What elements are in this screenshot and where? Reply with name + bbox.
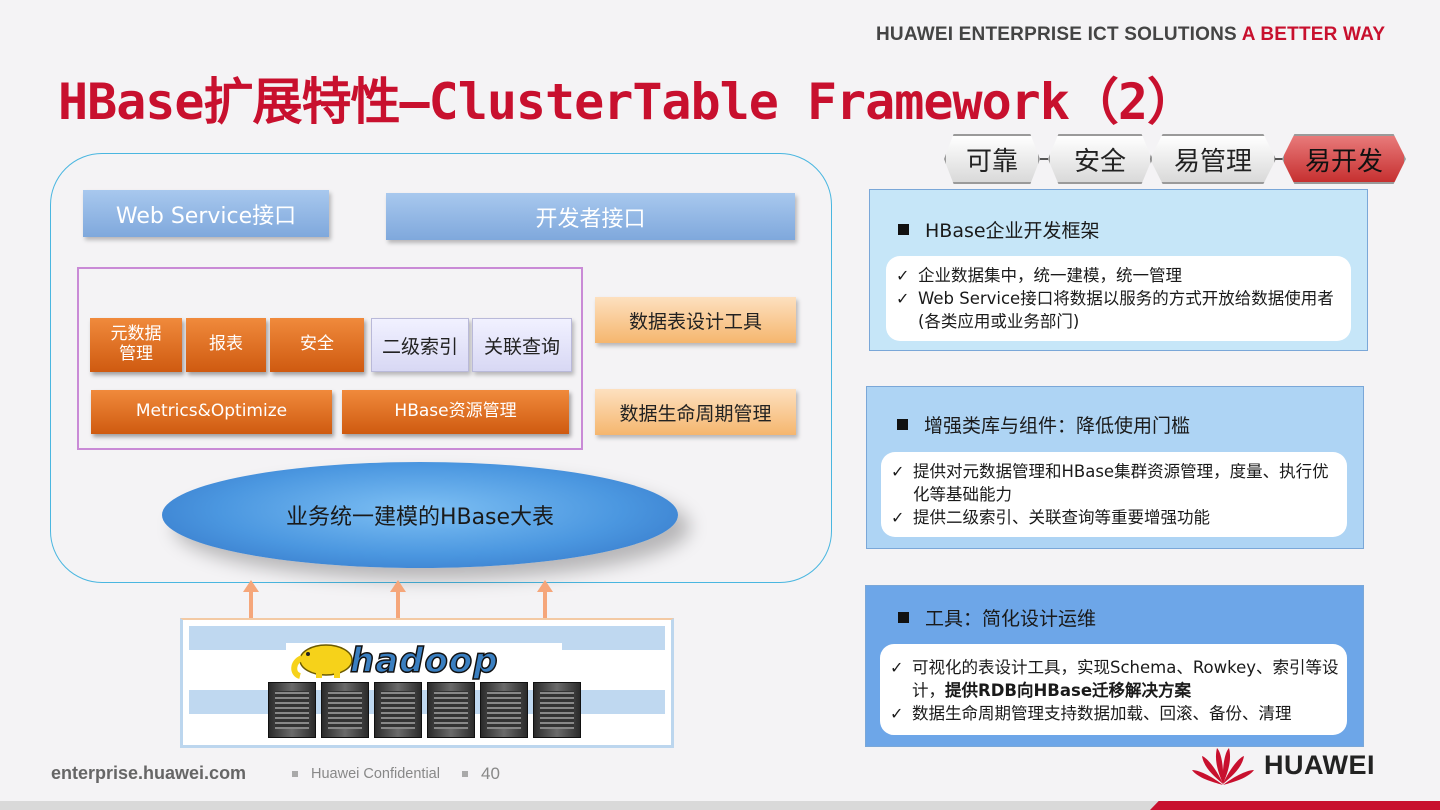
brand-tagline: HUAWEI ENTERPRISE ICT SOLUTIONS A BETTER… bbox=[876, 24, 1385, 46]
arrow-up-icon bbox=[537, 580, 553, 592]
square-bullet-icon bbox=[897, 419, 908, 430]
module-security: 安全 bbox=[270, 318, 364, 372]
architecture-frame bbox=[50, 153, 832, 583]
server-rack-icon bbox=[321, 682, 369, 738]
bottom-red-strip bbox=[1150, 801, 1440, 810]
module-join-query: 关联查询 bbox=[472, 318, 572, 372]
list-item: ✓ 提供二级索引、关联查询等重要增强功能 bbox=[891, 506, 1339, 529]
page-title: HBase扩展特性—ClusterTable Framework（2） bbox=[58, 73, 1197, 131]
list-item: ✓ 企业数据集中，统一建模，统一管理 bbox=[896, 264, 1343, 287]
arrow-shaft bbox=[396, 591, 400, 619]
panel-heading: 增强类库与组件：降低使用门槛 bbox=[897, 411, 1363, 438]
tagline-main: HUAWEI ENTERPRISE ICT SOLUTIONS bbox=[876, 24, 1237, 45]
tag-connector bbox=[1040, 158, 1048, 160]
module-report: 报表 bbox=[186, 318, 266, 372]
panel-heading-text: 工具：简化设计运维 bbox=[925, 608, 1097, 630]
huawei-wordmark: HUAWEI bbox=[1264, 750, 1375, 780]
panel-enhanced-libs: 增强类库与组件：降低使用门槛 ✓ 提供对元数据管理和HBase集群资源管理，度量、… bbox=[866, 386, 1364, 549]
panel-card: ✓ 企业数据集中，统一建模，统一管理 ✓ Web Service接口将数据以服务的方… bbox=[886, 256, 1351, 341]
bottom-strip bbox=[0, 801, 1440, 810]
tagline-accent: A BETTER WAY bbox=[1241, 24, 1386, 45]
panel-heading: HBase企业开发框架 bbox=[898, 216, 1367, 243]
module-secondary-index: 二级索引 bbox=[371, 318, 469, 372]
bullet-text: 企业数据集中，统一建模，统一管理 bbox=[918, 266, 1182, 285]
check-icon: ✓ bbox=[896, 289, 910, 308]
square-bullet-icon bbox=[898, 224, 909, 235]
panel-card: ✓ 可视化的表设计工具，实现Schema、Rowkey、索引等设计，提供RDB向H… bbox=[880, 644, 1347, 735]
tag-easy-dev: 易开发 bbox=[1282, 134, 1406, 184]
developer-interface-bar: 开发者接口 bbox=[386, 193, 795, 240]
server-rack-icon bbox=[480, 682, 528, 738]
check-icon: ✓ bbox=[896, 266, 910, 285]
panel-dev-framework: HBase企业开发框架 ✓ 企业数据集中，统一建模，统一管理 ✓ Web Servi… bbox=[869, 189, 1368, 351]
tag-manageable: 易管理 bbox=[1150, 134, 1276, 184]
list-item: ✓ 可视化的表设计工具，实现Schema、Rowkey、索引等设计，提供RDB向H… bbox=[890, 656, 1339, 702]
page-number: 40 bbox=[481, 764, 500, 783]
panel-heading-text: 增强类库与组件：降低使用门槛 bbox=[924, 415, 1191, 437]
list-item: ✓ Web Service接口将数据以服务的方式开放给数据使用者(各类应用或业务部… bbox=[896, 287, 1343, 333]
bullet-text: 提供对元数据管理和HBase集群资源管理，度量、执行优化等基础能力 bbox=[913, 462, 1329, 504]
footer-confidential: Huawei Confidential bbox=[311, 766, 440, 782]
server-rack-icon bbox=[268, 682, 316, 738]
list-item: ✓ 数据生命周期管理支持数据加载、回滚、备份、清理 bbox=[890, 702, 1339, 725]
tag-connector bbox=[1275, 158, 1283, 160]
server-rack-icon bbox=[427, 682, 475, 738]
check-icon: ✓ bbox=[890, 704, 904, 723]
panel-tools: 工具：简化设计运维 ✓ 可视化的表设计工具，实现Schema、Rowkey、索引等… bbox=[865, 585, 1364, 747]
tool-lifecycle: 数据生命周期管理 bbox=[595, 389, 796, 435]
hadoop-wordmark: hadoop bbox=[349, 640, 499, 682]
hadoop-elephant-icon bbox=[291, 644, 353, 679]
server-rack-icon bbox=[374, 682, 422, 738]
square-bullet-icon bbox=[898, 612, 909, 623]
huawei-logo-icon bbox=[1192, 748, 1254, 785]
tool-table-design: 数据表设计工具 bbox=[595, 297, 796, 343]
module-metrics: Metrics&Optimize bbox=[91, 390, 332, 434]
bullet-emphasis: 提供RDB向HBase迁移解决方案 bbox=[945, 681, 1192, 700]
arrow-shaft bbox=[543, 591, 547, 619]
module-frame bbox=[77, 267, 583, 450]
footer-separator bbox=[462, 771, 468, 777]
server-rack-icon bbox=[533, 682, 581, 738]
panel-heading-text: HBase企业开发框架 bbox=[925, 220, 1100, 242]
footer-separator bbox=[292, 771, 298, 777]
footer-site: enterprise.huawei.com bbox=[51, 763, 247, 783]
arrow-up-icon bbox=[390, 580, 406, 592]
module-metadata: 元数据 管理 bbox=[90, 318, 182, 372]
list-item: ✓ 提供对元数据管理和HBase集群资源管理，度量、执行优化等基础能力 bbox=[891, 460, 1339, 506]
check-icon: ✓ bbox=[891, 462, 905, 481]
bullet-text: 可视化的表设计工具，实现Schema、Rowkey、索引等设计， bbox=[912, 658, 1339, 700]
check-icon: ✓ bbox=[890, 658, 904, 677]
panel-heading: 工具：简化设计运维 bbox=[898, 604, 1363, 631]
bullet-text: 数据生命周期管理支持数据加载、回滚、备份、清理 bbox=[912, 704, 1292, 723]
arrow-up-icon bbox=[243, 580, 259, 592]
bullet-text: 提供二级索引、关联查询等重要增强功能 bbox=[913, 508, 1210, 527]
tag-reliable: 可靠 bbox=[944, 134, 1040, 184]
module-resource-mgmt: HBase资源管理 bbox=[342, 390, 569, 434]
hbase-big-table: 业务统一建模的HBase大表 bbox=[162, 462, 678, 568]
bullet-text: Web Service接口将数据以服务的方式开放给数据使用者(各类应用或业务部门… bbox=[918, 289, 1334, 331]
arrow-shaft bbox=[249, 591, 253, 619]
web-service-bar: Web Service接口 bbox=[83, 190, 329, 237]
tag-secure: 安全 bbox=[1048, 134, 1152, 184]
check-icon: ✓ bbox=[891, 508, 905, 527]
panel-card: ✓ 提供对元数据管理和HBase集群资源管理，度量、执行优化等基础能力 ✓ 提供二级… bbox=[881, 452, 1347, 537]
